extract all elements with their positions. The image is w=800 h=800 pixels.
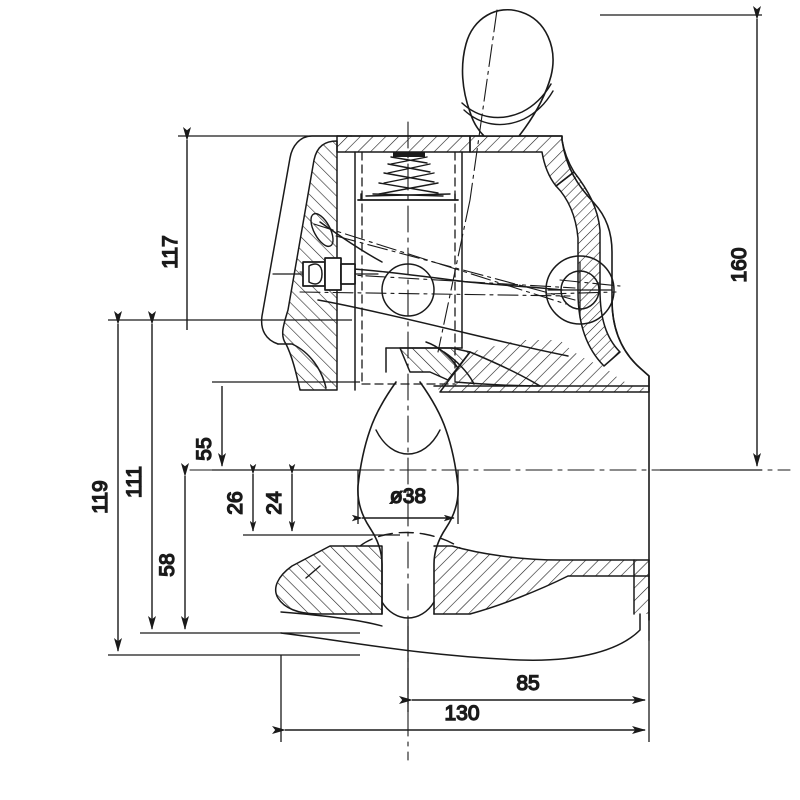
extension-lines: [108, 14, 762, 742]
section-hatch-lower-right: [433, 299, 650, 393]
dimension-55: 55: [192, 386, 226, 467]
mounting-flange: [274, 545, 650, 661]
dimension-130: 130: [272, 701, 646, 734]
dimension-85: 85: [399, 671, 646, 704]
dimension-58-label: 58: [156, 553, 179, 576]
dimension-55-label: 55: [193, 437, 216, 460]
apron-bottom-curve: [280, 613, 641, 661]
grease-nipple: [272, 257, 379, 291]
dimension-130-label: 130: [444, 702, 479, 725]
dimension-26-label: 26: [224, 491, 247, 514]
section-hatch-right-arm: [555, 171, 621, 367]
dimension-diameter-38-label: ø38: [390, 485, 426, 508]
release-handle[interactable]: [437, 9, 554, 353]
handle-ball[interactable]: [461, 9, 554, 137]
handle-axis-centerline: [437, 9, 498, 353]
dimension-24: 24: [262, 463, 296, 532]
dimension-111: 111: [122, 311, 156, 630]
link-lower-edge: [317, 299, 569, 357]
dimension-24-label: 24: [263, 491, 286, 515]
link-tail: [319, 221, 383, 263]
body-outer-left: [260, 135, 338, 345]
dimension-117-label: 117: [159, 235, 182, 268]
dimension-58: 58: [155, 463, 189, 630]
dimension-160-label: 160: [728, 247, 751, 282]
dimension-119: 119: [88, 311, 122, 652]
compression-spring: [357, 152, 459, 201]
dimension-111-label: 111: [123, 466, 146, 498]
handle-neck-seam: [461, 83, 552, 119]
dimension-diameter-38: ø38: [351, 484, 455, 522]
lock-tongue: [399, 341, 541, 387]
dimension-160: 160: [727, 6, 761, 467]
dimension-117: 117: [158, 127, 191, 330]
dimension-85-label: 85: [516, 672, 539, 695]
dimension-119-label: 119: [89, 480, 112, 513]
handle-neck-seam-2: [463, 90, 554, 126]
dimension-26: 26: [223, 463, 257, 532]
pivot-boss-outer: [545, 255, 615, 325]
